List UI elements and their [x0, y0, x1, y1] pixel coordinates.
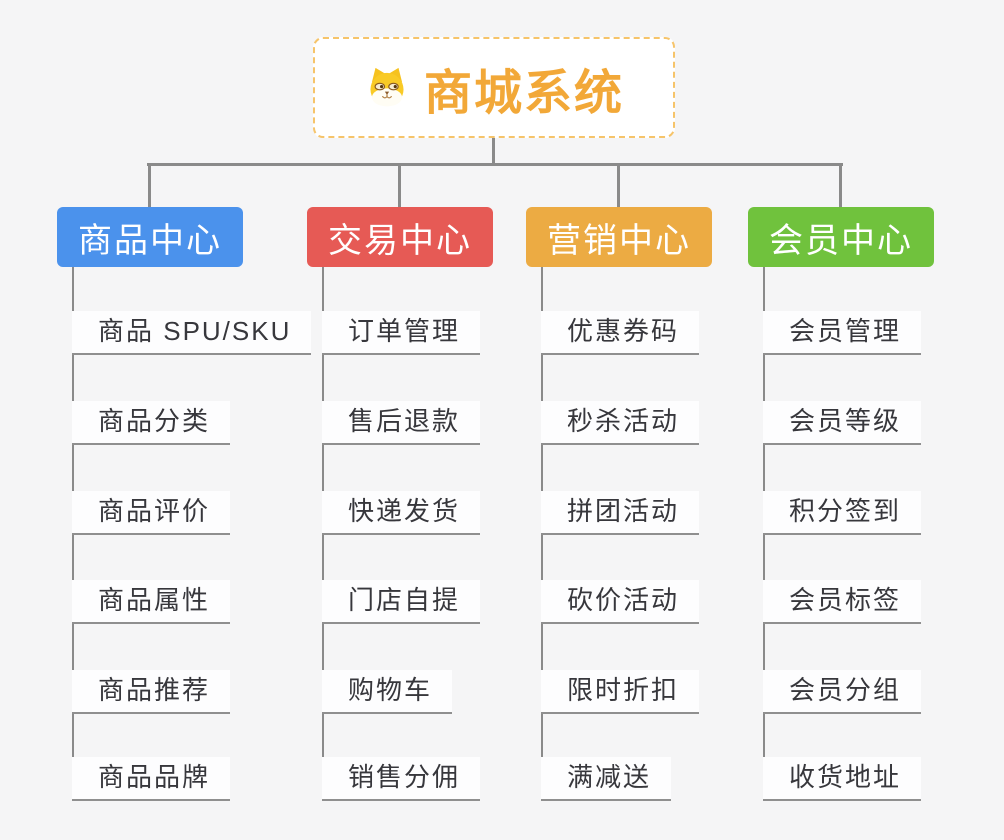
connector-drop-branch-2	[398, 163, 401, 209]
branch-3-subtopic-1[interactable]: 优惠券码	[541, 311, 700, 355]
branch-1-subtopic-1[interactable]: 商品 SPU/SKU	[72, 311, 312, 355]
branch-2-subtopic-5[interactable]: 购物车	[322, 670, 453, 714]
branch-2-subtopic-2[interactable]: 售后退款	[322, 401, 481, 445]
branch-1-subtopic-2[interactable]: 商品分类	[72, 401, 231, 445]
connector-drop-branch-3	[617, 163, 620, 209]
shiba-dog-icon	[364, 65, 410, 111]
branch-topic-4[interactable]: 会员中心	[748, 207, 934, 267]
branch-3-subtopic-4[interactable]: 砍价活动	[541, 580, 700, 624]
branch-4-subtopic-2[interactable]: 会员等级	[763, 401, 922, 445]
branch-4-subtopic-1[interactable]: 会员管理	[763, 311, 922, 355]
branch-3-subtopic-2[interactable]: 秒杀活动	[541, 401, 700, 445]
branch-4-subtopic-4[interactable]: 会员标签	[763, 580, 922, 624]
branch-4-subtopic-6[interactable]: 收货地址	[763, 757, 922, 801]
connector-horizontal-rail	[147, 163, 843, 166]
branch-2-subtopic-3[interactable]: 快递发货	[322, 491, 481, 535]
branch-3-subtopic-3[interactable]: 拼团活动	[541, 491, 700, 535]
root-topic-label: 商城系统	[423, 66, 624, 120]
branch-4-subtopic-5[interactable]: 会员分组	[763, 670, 922, 714]
branch-3-subtopic-6[interactable]: 满减送	[541, 757, 672, 801]
root-topic[interactable]: 商城系统	[313, 37, 675, 138]
branch-1-subtopic-5[interactable]: 商品推荐	[72, 670, 231, 714]
branch-4-subtopic-3[interactable]: 积分签到	[763, 491, 922, 535]
connector-drop-branch-4	[839, 163, 842, 209]
branch-topic-2[interactable]: 交易中心	[307, 207, 493, 267]
branch-1-subtopic-3[interactable]: 商品评价	[72, 491, 231, 535]
branch-topic-3[interactable]: 营销中心	[526, 207, 712, 267]
branch-topic-1[interactable]: 商品中心	[57, 207, 243, 267]
branch-2-subtopic-6[interactable]: 销售分佣	[322, 757, 481, 801]
connector-drop-branch-1	[148, 163, 151, 209]
branch-1-subtopic-4[interactable]: 商品属性	[72, 580, 231, 624]
connector-root-stem	[492, 137, 495, 164]
branch-1-subtopic-6[interactable]: 商品品牌	[72, 757, 231, 801]
branch-2-subtopic-1[interactable]: 订单管理	[322, 311, 481, 355]
branch-2-subtopic-4[interactable]: 门店自提	[322, 580, 481, 624]
branch-3-subtopic-5[interactable]: 限时折扣	[541, 670, 700, 714]
